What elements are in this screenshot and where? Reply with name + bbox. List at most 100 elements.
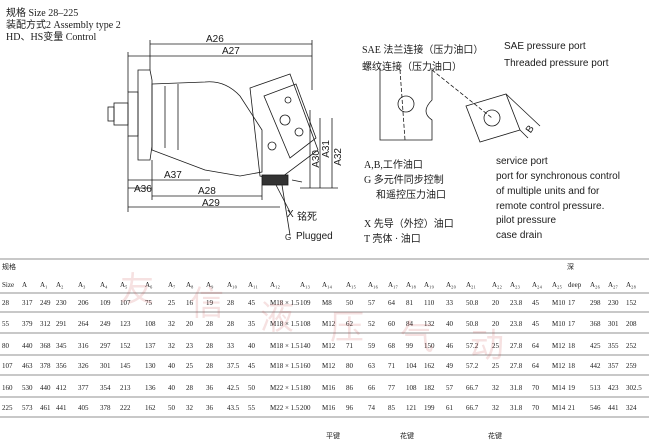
- table-cell: 37.5: [227, 362, 240, 370]
- table-header-cell: A₈: [186, 281, 194, 289]
- table-cell: 206: [78, 299, 89, 307]
- port-circle-3: [267, 141, 277, 151]
- table-cell: 208: [626, 320, 637, 328]
- legend-sync-en-1: port for synchronous control: [496, 171, 620, 182]
- table-cell: 230: [56, 299, 67, 307]
- sae-caption-cn: SAE 法兰连接（压力油口）: [362, 45, 484, 56]
- table-cell: 378: [100, 404, 111, 412]
- table-cell: 368: [40, 342, 51, 350]
- table-cell: 27.8: [510, 342, 523, 350]
- table-cell: 33: [446, 299, 454, 307]
- table-cell: 440: [40, 384, 51, 392]
- table-cell: M18 × 1.5: [270, 342, 300, 350]
- table-cell: 40: [446, 320, 454, 328]
- table-cell: 152: [120, 342, 131, 350]
- table-header-cell: A₃: [78, 281, 86, 289]
- table-cell: 23.8: [510, 320, 523, 328]
- table-header-cell: A₂₃: [510, 281, 520, 289]
- table-cell: 20: [186, 320, 194, 328]
- table-cell: 530: [22, 384, 33, 392]
- table-header-cell: A₂₇: [608, 281, 618, 289]
- table-cell: 45: [532, 320, 540, 328]
- table-cell: 440: [22, 342, 33, 350]
- table-cell: 107: [120, 299, 131, 307]
- table-cell: 20: [492, 299, 500, 307]
- table-header-cell: A₂₁: [466, 281, 476, 289]
- table-cell: 18: [568, 362, 576, 370]
- table-cell: 354: [100, 384, 111, 392]
- table-cell: M18 × 1.5: [270, 320, 300, 328]
- table-cell: 21: [568, 404, 576, 412]
- table-cell: 213: [120, 384, 131, 392]
- table-cell: 16: [186, 299, 194, 307]
- table-cell: 57: [368, 299, 376, 307]
- table-header-cell: A₁₈: [406, 281, 416, 289]
- table-cell: 441: [608, 404, 619, 412]
- table-cell: 109: [300, 299, 311, 307]
- table-cell: 50: [168, 404, 176, 412]
- table-cell: 66.7: [466, 404, 479, 412]
- flange-pilot: [127, 91, 139, 137]
- footer-label-a: 平键: [326, 432, 340, 440]
- table-cell: 301: [608, 320, 619, 328]
- table-cell: 368: [590, 320, 601, 328]
- table-cell: 326: [78, 362, 89, 370]
- table-cell: 43.5: [227, 404, 240, 412]
- table-header-cell: A₉: [206, 281, 214, 289]
- x-port-label: X: [287, 209, 294, 220]
- dim-label-a28: A28: [198, 186, 216, 197]
- table-cell: 63: [368, 362, 376, 370]
- table-cell: 107: [2, 362, 13, 370]
- table-cell: 64: [388, 299, 396, 307]
- thread-caption-cn: 螺纹连接（压力油口）: [362, 62, 462, 73]
- threaded-port-detail: [431, 69, 541, 143]
- footer-label-c: 花键: [488, 432, 502, 440]
- table-cell: 74: [368, 404, 376, 412]
- table-cell: 150: [424, 342, 435, 350]
- table-cell: 513: [590, 384, 601, 392]
- table-cell: 461: [40, 404, 51, 412]
- table-cell: 61: [446, 404, 454, 412]
- table-cell: M16: [322, 404, 336, 412]
- table-cell: 55: [2, 320, 10, 328]
- plugged-fitting: [261, 174, 289, 186]
- table-header-cell: A₇: [168, 281, 176, 289]
- table-cell: 85: [388, 404, 396, 412]
- legend-sync-en-3: remote control pressure.: [496, 201, 605, 212]
- table-cell: 301: [100, 362, 111, 370]
- sae-flange-body: [379, 68, 433, 141]
- table-cell: 42.5: [227, 384, 240, 392]
- table-cell: 77: [388, 384, 396, 392]
- table-cell: 377: [78, 384, 89, 392]
- watermark-char-1: 友: [120, 270, 154, 310]
- plugged-label-en: Plugged: [296, 231, 333, 242]
- dim-label-a32: A32: [333, 148, 344, 166]
- table-cell: 33: [227, 342, 235, 350]
- dim-label-a31: A31: [321, 140, 332, 158]
- table-cell: 249: [40, 299, 51, 307]
- table-cell: 36: [206, 404, 214, 412]
- footer-label-b: 花键: [400, 432, 414, 440]
- table-cell: 80: [2, 342, 10, 350]
- table-cell: 23.8: [510, 299, 523, 307]
- table-cell: 297: [100, 342, 111, 350]
- table-cell: 160: [300, 362, 311, 370]
- g-port-label: G: [285, 233, 292, 242]
- table-cell: 546: [590, 404, 601, 412]
- table-cell: 140: [300, 342, 311, 350]
- table-cell: 32: [168, 320, 176, 328]
- table-header-cell: A₁₉: [424, 281, 434, 289]
- table-cell: M12: [552, 362, 566, 370]
- table-cell: 28: [2, 299, 10, 307]
- table-cell: 108: [300, 320, 311, 328]
- table-cell: 80: [346, 362, 354, 370]
- assembly-drawing: [107, 40, 541, 236]
- legend-drain-en: case drain: [496, 230, 543, 241]
- pump-housing: [151, 81, 263, 177]
- table-cell: 356: [56, 362, 67, 370]
- control-valve-body: [263, 83, 317, 159]
- legend-g-cn-2: 和遥控压力油口: [376, 190, 446, 201]
- table-cell: 64: [532, 362, 540, 370]
- table-cell: 162: [424, 362, 435, 370]
